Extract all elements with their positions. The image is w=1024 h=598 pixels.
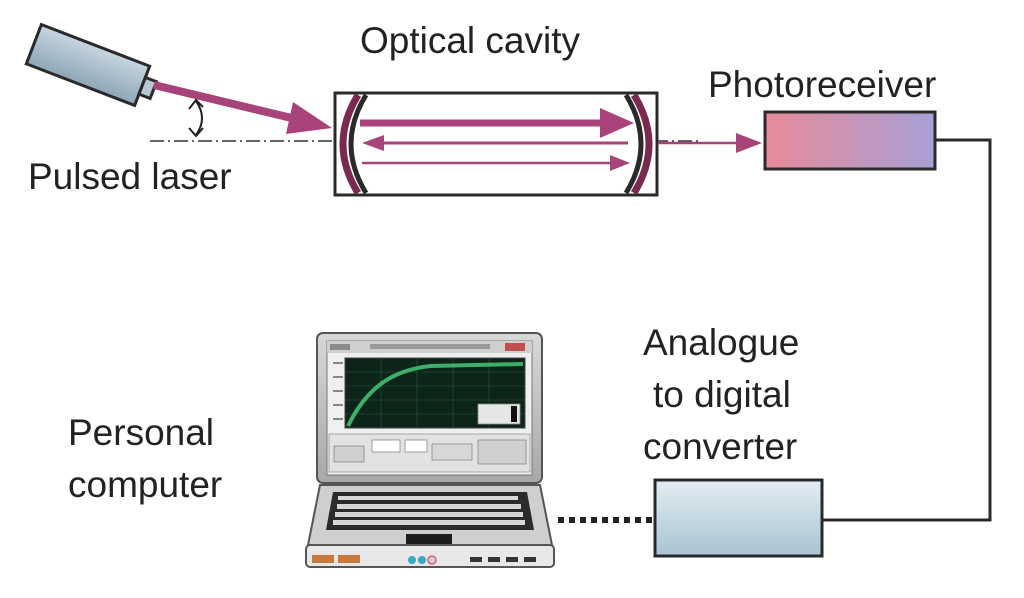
adc-label-line1: Analogue (643, 322, 800, 363)
transmitted-beam (658, 133, 762, 153)
pulsed-laser-icon (24, 22, 159, 108)
personal-computer-label-line2: computer (68, 464, 223, 505)
adc-label-line2: to digital (653, 374, 791, 415)
photoreceiver-icon (763, 110, 937, 171)
laptop-icon (305, 332, 555, 568)
signal-cable (822, 138, 992, 522)
pulsed-laser-label: Pulsed laser (28, 156, 232, 197)
incident-beam (153, 81, 332, 134)
personal-computer-label-line1: Personal (68, 412, 215, 453)
angle-indicator (188, 98, 204, 138)
adc-icon (653, 478, 824, 558)
cavity-beams (360, 108, 634, 171)
adc-label-line3: converter (643, 426, 798, 467)
photoreceiver-label: Photoreceiver (708, 64, 937, 105)
optical-cavity-label: Optical cavity (360, 20, 581, 61)
